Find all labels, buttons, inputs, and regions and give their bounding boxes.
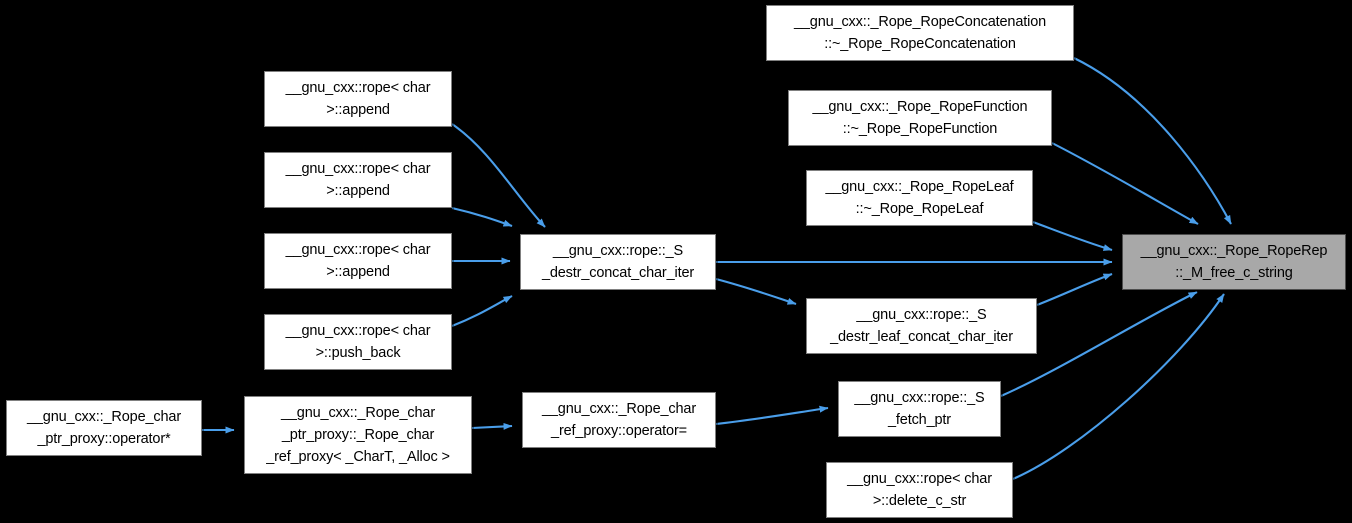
graph-edge-rope-leaf-dtor-to-rope-rep-m-free-c-string [1032, 221, 1113, 252]
graph-node-rope-rep-m-free-c-string[interactable]: __gnu_cxx::_Rope_RopeRep ::_M_free_c_str… [1122, 234, 1346, 290]
graph-node-label: __gnu_cxx::_Rope_RopeConcatenation ::~_R… [793, 14, 1047, 52]
graph-edge-rope-s-destr-leaf-concat-char-iter-to-rope-rep-m-free-c-string [1036, 273, 1113, 306]
graph-node-label: __gnu_cxx::rope::_S _fetch_ptr [854, 390, 985, 428]
graph-node-label: __gnu_cxx::_Rope_char _ptr_proxy::operat… [26, 409, 182, 447]
graph-edge-rope-append-1-to-rope-s-destr-concat-char-iter [451, 123, 546, 228]
graph-node-rope-append-1[interactable]: __gnu_cxx::rope< char >::append [264, 71, 452, 127]
graph-edge-rope-ref-proxy-assign-to-rope-s-fetch-ptr [715, 405, 829, 426]
graph-edge-rope-append-2-to-rope-s-destr-concat-char-iter [451, 206, 513, 227]
graph-edge-rope-char-ptr-proxy-ctor-to-rope-ref-proxy-assign [471, 422, 513, 430]
graph-node-rope-delete-c-str[interactable]: __gnu_cxx::rope< char >::delete_c_str [826, 462, 1013, 518]
graph-node-rope-push-back[interactable]: __gnu_cxx::rope< char >::push_back [264, 314, 452, 370]
graph-node-rope-leaf-dtor[interactable]: __gnu_cxx::_Rope_RopeLeaf ::~_Rope_RopeL… [806, 170, 1033, 226]
graph-node-label: __gnu_cxx::rope< char >::append [285, 161, 431, 199]
graph-node-rope-ref-proxy-assign[interactable]: __gnu_cxx::_Rope_char _ref_proxy::operat… [522, 392, 716, 448]
graph-node-label: __gnu_cxx::rope::_S _destr_leaf_concat_c… [830, 307, 1013, 345]
graph-node-rope-s-destr-concat-char-iter[interactable]: __gnu_cxx::rope::_S _destr_concat_char_i… [520, 234, 716, 290]
graph-node-rope-s-fetch-ptr[interactable]: __gnu_cxx::rope::_S _fetch_ptr [838, 381, 1001, 437]
graph-node-rope-append-3[interactable]: __gnu_cxx::rope< char >::append [264, 233, 452, 289]
graph-node-label: __gnu_cxx::rope< char >::push_back [285, 323, 431, 361]
graph-edge-rope-s-destr-concat-char-iter-to-rope-s-destr-leaf-concat-char-iter [715, 277, 797, 305]
graph-node-rope-char-ptr-proxy-ctor[interactable]: __gnu_cxx::_Rope_char _ptr_proxy::_Rope_… [244, 396, 472, 474]
graph-node-label: __gnu_cxx::rope< char >::delete_c_str [847, 471, 992, 509]
graph-node-label: __gnu_cxx::_Rope_RopeFunction ::~_Rope_R… [812, 99, 1028, 137]
graph-node-rope-concatenation-dtor[interactable]: __gnu_cxx::_Rope_RopeConcatenation ::~_R… [766, 5, 1074, 61]
graph-node-label: __gnu_cxx::_Rope_RopeRep ::_M_free_c_str… [1140, 243, 1328, 281]
graph-node-rope-function-dtor[interactable]: __gnu_cxx::_Rope_RopeFunction ::~_Rope_R… [788, 90, 1052, 146]
graph-node-label: __gnu_cxx::rope::_S _destr_concat_char_i… [541, 243, 695, 281]
graph-edge-rope-concatenation-dtor-to-rope-rep-m-free-c-string [1073, 57, 1232, 225]
graph-node-label: __gnu_cxx::rope< char >::append [285, 242, 431, 280]
graph-node-label: __gnu_cxx::_Rope_RopeLeaf ::~_Rope_RopeL… [825, 179, 1014, 217]
graph-node-rope-ptr-proxy-operator-star[interactable]: __gnu_cxx::_Rope_char _ptr_proxy::operat… [6, 400, 202, 456]
graph-node-rope-s-destr-leaf-concat-char-iter[interactable]: __gnu_cxx::rope::_S _destr_leaf_concat_c… [806, 298, 1037, 354]
graph-node-rope-append-2[interactable]: __gnu_cxx::rope< char >::append [264, 152, 452, 208]
graph-node-label: __gnu_cxx::rope< char >::append [285, 80, 431, 118]
graph-node-label: __gnu_cxx::_Rope_char _ptr_proxy::_Rope_… [266, 405, 450, 465]
graph-edge-rope-function-dtor-to-rope-rep-m-free-c-string [1051, 142, 1199, 225]
graph-node-label: __gnu_cxx::_Rope_char _ref_proxy::operat… [541, 401, 697, 439]
graph-edge-rope-push-back-to-rope-s-destr-concat-char-iter [451, 295, 513, 327]
graph-edge-rope-delete-c-str-to-rope-rep-m-free-c-string [1012, 293, 1225, 480]
